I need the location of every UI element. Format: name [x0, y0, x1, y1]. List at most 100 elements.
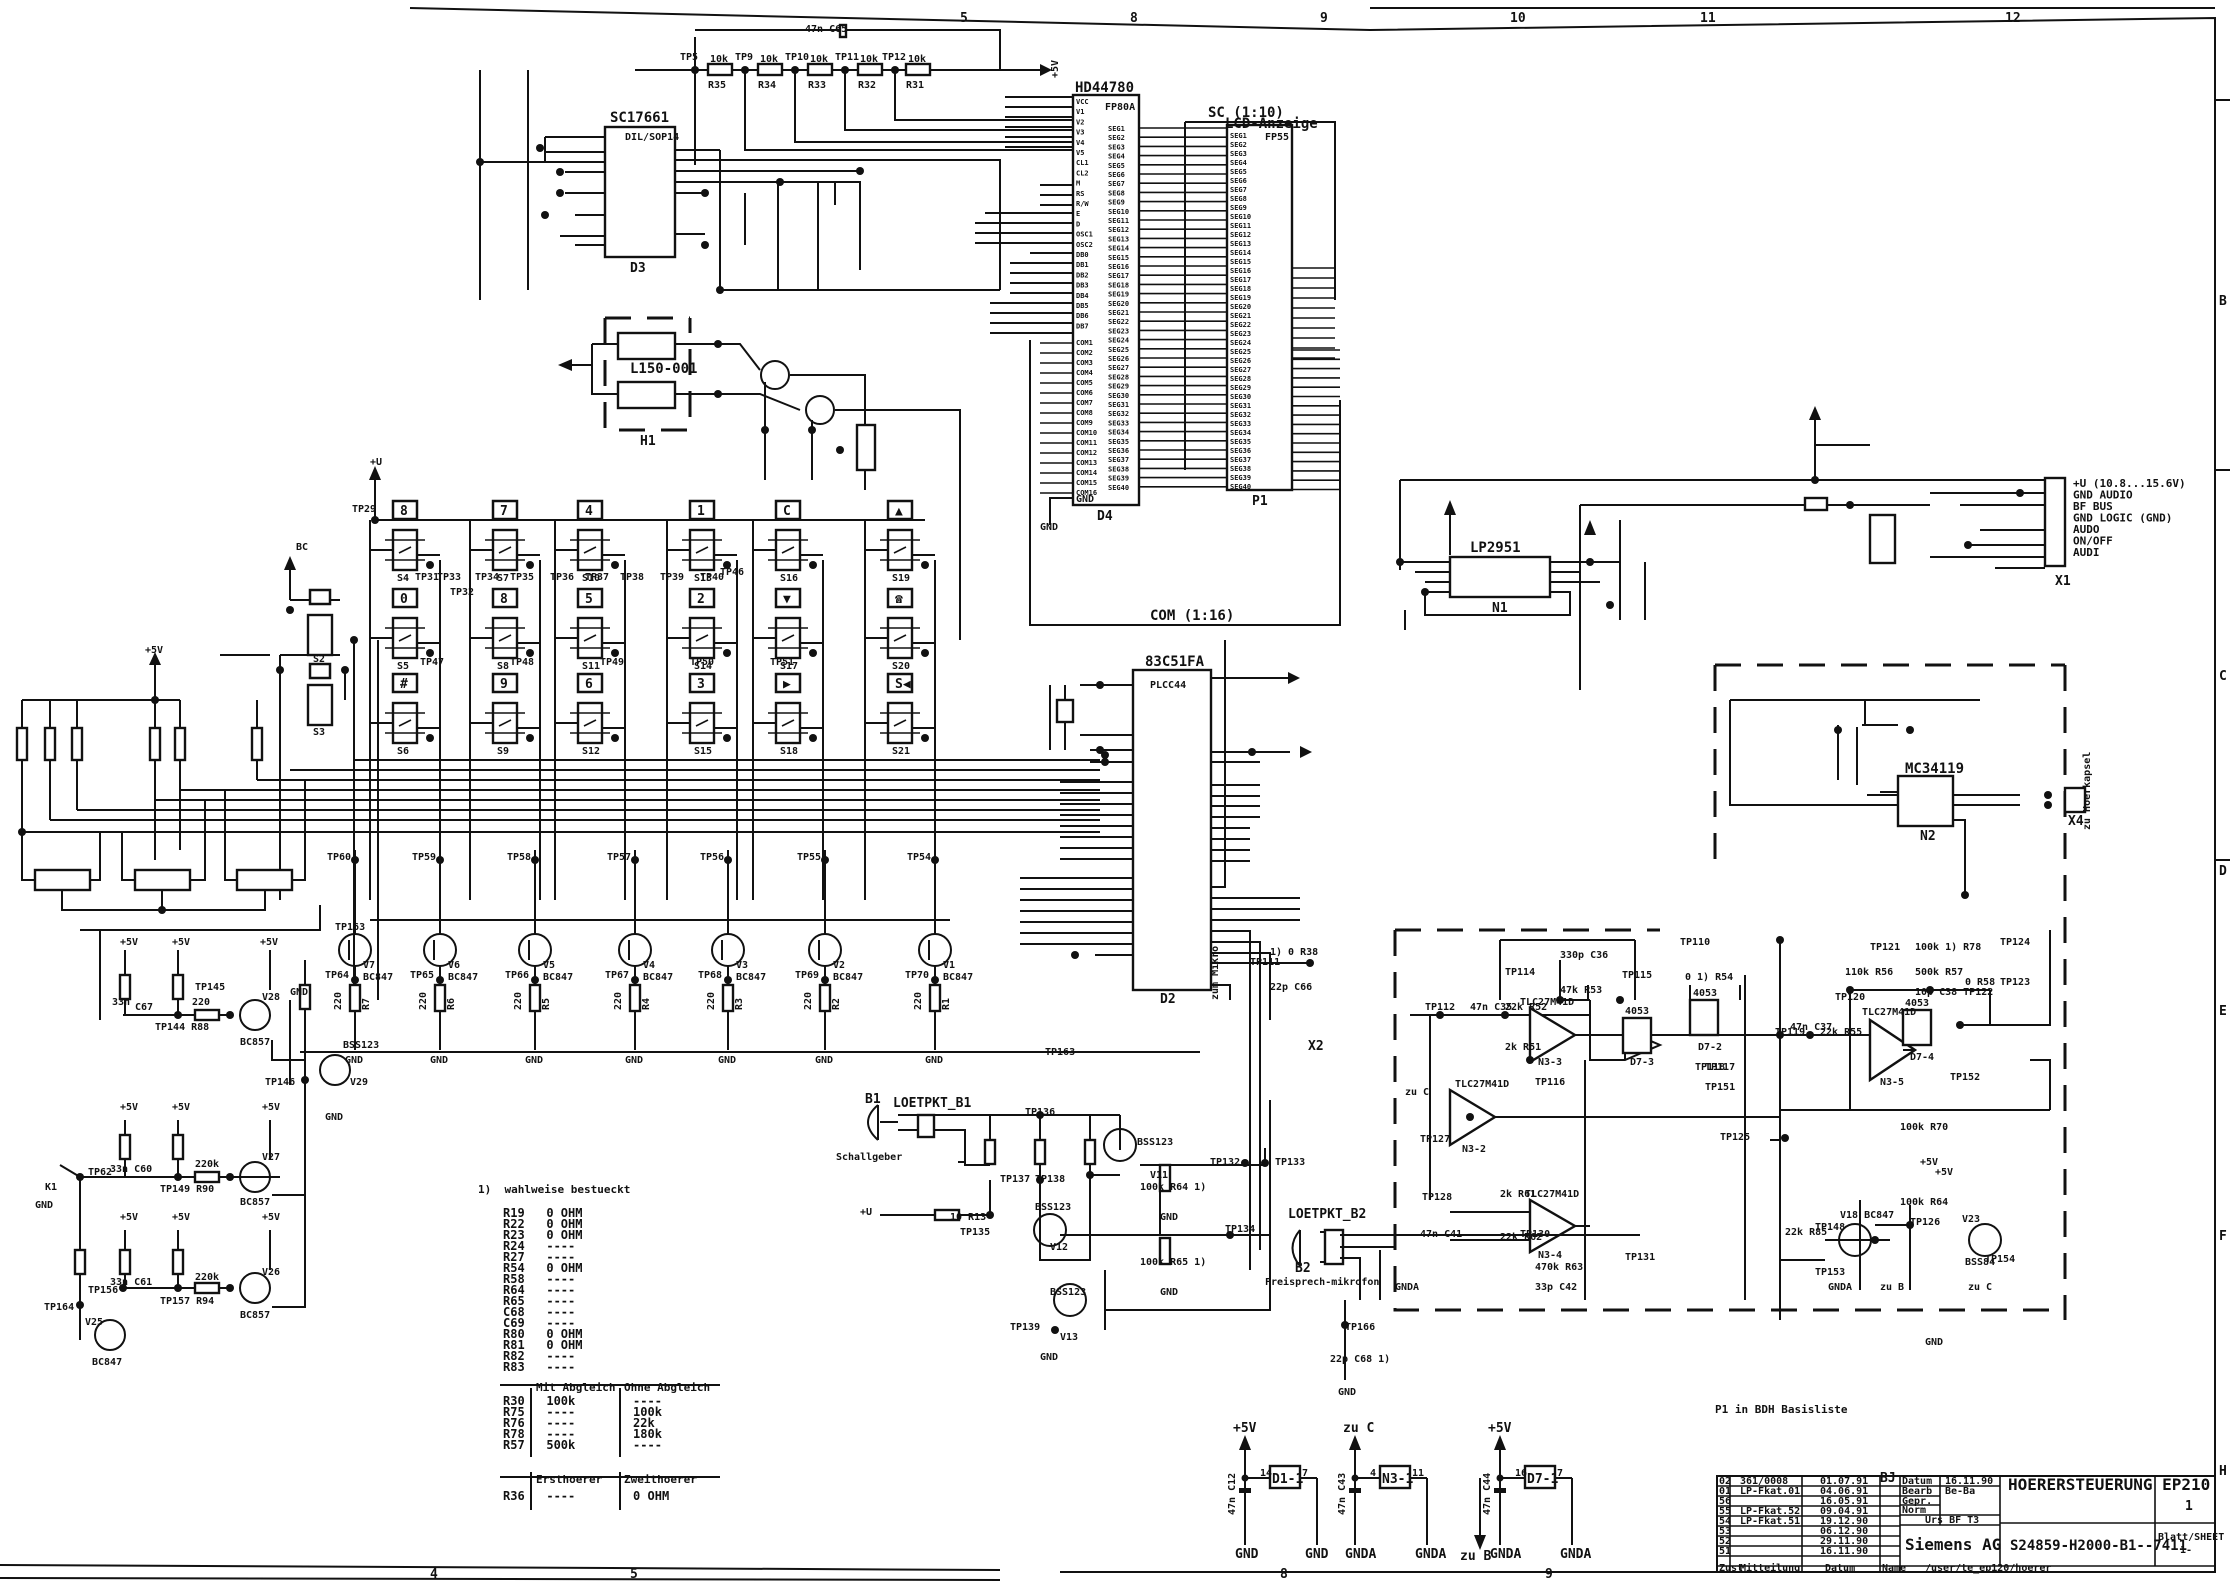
d4-com-label: COM12 [1076, 449, 1097, 457]
switch-lever [498, 546, 512, 554]
ring-label: V28 [262, 992, 280, 1003]
buzzer-area-label: TP139 [1010, 1322, 1040, 1333]
switch-ref-s11: S11 [582, 661, 600, 672]
switch-lever [583, 634, 597, 642]
testpoint-dot [611, 649, 619, 657]
decoupling-cap-label: 47n C43 [1337, 1473, 1348, 1515]
buzzer-area-label: 10 R13 [950, 1212, 986, 1223]
key-label-5: 5 [585, 592, 593, 607]
testpoint-dot [809, 649, 817, 657]
transistor-type: BC847 [736, 972, 766, 983]
opamp-area-label: 470k R63 [1535, 1262, 1583, 1273]
revision-zust: 55 [1719, 1506, 1731, 1517]
divider-chain: +5V [479, 29, 1100, 300]
transistor-ref: V5 [543, 960, 555, 971]
ursprung-label: Urs BF T3 [1925, 1515, 1979, 1526]
note-table-lines [500, 1384, 720, 1510]
n1-part-label: LP2951 [1470, 540, 1521, 556]
switch-ref-s7: S7 [497, 573, 509, 584]
ring-label: 33n C61 [110, 1277, 152, 1288]
resistor-value: 220 [418, 992, 429, 1010]
p1-pin-label: SEG19 [1230, 294, 1251, 302]
ring-label: 33n [112, 997, 130, 1008]
testpoint-dot [921, 734, 929, 742]
page-number: 1 [2185, 1499, 2193, 1514]
segment-pin-label: SEG26 [1108, 355, 1129, 363]
decoupling-part-label: D1-1 [1272, 1472, 1303, 1487]
ring-label: +5V [120, 1212, 138, 1223]
frame-col-top-9: 9 [1320, 11, 1328, 26]
gnd-label: GND [525, 1055, 543, 1066]
p1-pin-lines: SEG1SEG2SEG3SEG4SEG5SEG6SEG7SEG8SEG9SEG1… [1230, 132, 1340, 491]
testpoint-label: TP11 [835, 52, 859, 63]
opamp-area-label: 0 1) R54 [1685, 972, 1733, 983]
d4-com-label: COM5 [1076, 379, 1093, 387]
b1-connector-label: LOETPKT_B1 [893, 1096, 971, 1111]
norm-label: Norm [1902, 1505, 1926, 1516]
segment-pin-label: SEG19 [1108, 291, 1129, 299]
segment-pin-label: SEG31 [1108, 401, 1129, 409]
pin-number: 16 [1515, 1468, 1527, 1479]
p1-pin-label: SEG18 [1230, 285, 1251, 293]
key-label-3: 3 [697, 677, 705, 692]
segment-pin-label: SEG3 [1108, 143, 1125, 151]
opamp-area-label: D7-4 [1910, 1052, 1934, 1063]
testpoint-dot [531, 976, 539, 984]
svg-text:+5V: +5V [1050, 60, 1061, 78]
resistor-ref: R2 [831, 998, 842, 1010]
switch-s2-label: S2 [313, 654, 325, 665]
key-label-2: 2 [697, 592, 705, 607]
ring-label: +5V [172, 1212, 190, 1223]
opamp-area-label: 4053 [1625, 1006, 1649, 1017]
p1-pin-label: SEG28 [1230, 375, 1251, 383]
opamp-area-label: 10p C38 TP122 [1915, 987, 1993, 998]
key-label-6: 6 [585, 677, 593, 692]
opamp-area-label: 4053 [1693, 988, 1717, 999]
key-cap [886, 587, 914, 609]
segment-pin-label: SEG34 [1108, 429, 1129, 437]
segment-pin-label: SEG24 [1108, 337, 1129, 345]
key-label-▼: ▼ [783, 592, 791, 607]
b2-connector-label: LOETPKT_B2 [1288, 1207, 1366, 1222]
buzzer-area-label: 100k R65 1) [1140, 1257, 1206, 1268]
resistor-ref: R3 [734, 998, 745, 1010]
key-cap [391, 587, 419, 609]
segment-pin-label: SEG28 [1108, 373, 1129, 381]
d4-com-label: COM10 [1076, 429, 1097, 437]
testpoint-dot [611, 561, 619, 569]
d4-com-label: COM11 [1076, 439, 1097, 447]
buzzer-area-label: GND [1338, 1387, 1356, 1398]
abgleich-header-mit: Mit Abgleich [536, 1381, 616, 1394]
gnd-label: GND [815, 1055, 833, 1066]
ring-label: GND [35, 1200, 53, 1211]
resistor-value: 10k [860, 54, 878, 65]
frame-col-bottom-5: 5 [630, 1567, 638, 1582]
p1-ref-label: P1 [1252, 494, 1268, 509]
revision-zust: 54 [1719, 1516, 1731, 1527]
testpoint-dot [631, 976, 639, 984]
opamp-area-label: 47n C37 [1790, 1022, 1832, 1033]
segment-pin-label: SEG15 [1108, 254, 1129, 262]
resistor-r31 [904, 62, 932, 77]
testpoint-label: TP32 [450, 587, 474, 598]
transistor-type: BC847 [363, 972, 393, 983]
resistor-ref: R7 [361, 998, 372, 1010]
d4-pin-label: DB4 [1076, 292, 1089, 300]
d4-com-label: COM2 [1076, 349, 1093, 357]
key-label-7: 7 [500, 504, 508, 519]
testpoint-label: TP64 [325, 970, 349, 981]
transistor-type: BC847 [943, 972, 973, 983]
p1-pin-label: SEG35 [1230, 438, 1251, 446]
segment-pin-label: SEG20 [1108, 300, 1129, 308]
optional-part-row: R58 ---- [503, 1272, 576, 1286]
d2-pkg-label: PLCC44 [1150, 680, 1186, 691]
switch-lever [893, 634, 907, 642]
switch-lever [498, 634, 512, 642]
opamp-area-label: 500k R57 [1915, 967, 1963, 978]
sheet-value: 1- [2180, 1545, 2192, 1556]
d4-com-label: COM1 [1076, 339, 1093, 347]
ring-label: TP62 [88, 1167, 112, 1178]
